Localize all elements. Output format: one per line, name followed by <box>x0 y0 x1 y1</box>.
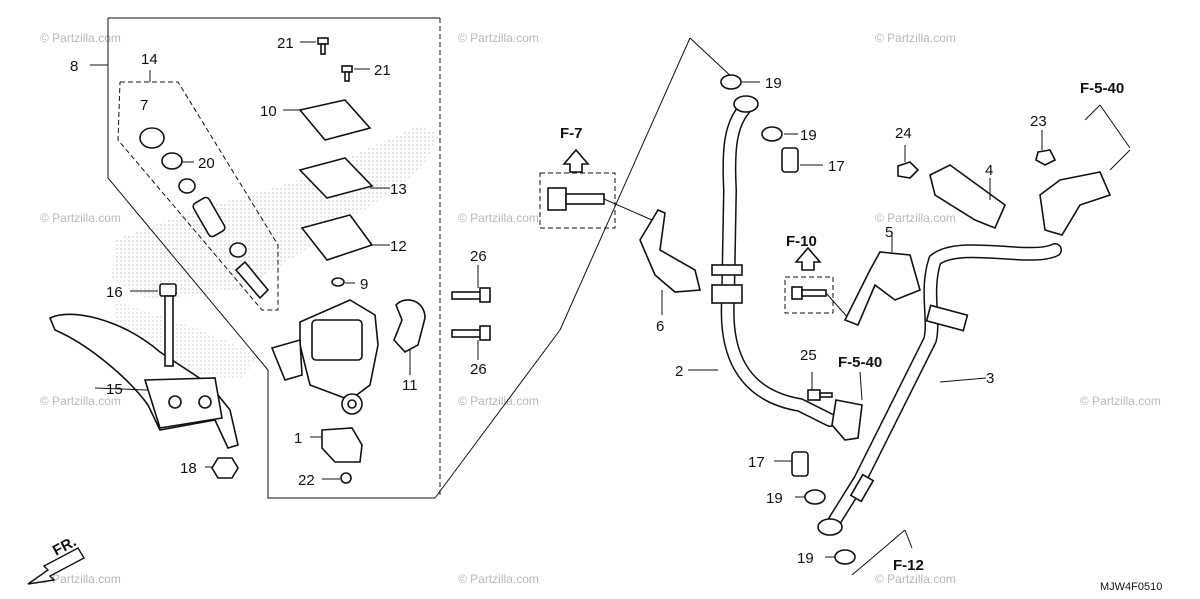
watermark: © Partzilla.com <box>458 211 539 225</box>
bracket-4 <box>897 145 1006 230</box>
callout-19: 19 <box>766 490 783 507</box>
callout-13: 13 <box>390 181 407 198</box>
callouts: 8 14 7 20 16 15 18 21 21 10 13 12 9 11 1… <box>70 35 1047 567</box>
callout-19: 19 <box>800 127 817 144</box>
watermark: © Partzilla.com <box>458 572 539 586</box>
callout-26: 26 <box>470 361 487 378</box>
callout-25: 25 <box>800 347 817 364</box>
callout-21: 21 <box>277 35 294 52</box>
callout-21: 21 <box>374 62 391 79</box>
callout-15: 15 <box>106 381 123 398</box>
watermark: © Partzilla.com <box>40 572 121 586</box>
bolts-26 <box>451 265 491 360</box>
shading <box>112 125 440 380</box>
callout-17: 17 <box>748 454 765 471</box>
callout-11: 11 <box>402 377 418 394</box>
watermark: © Partzilla.com <box>875 211 956 225</box>
callout-6: 6 <box>656 318 664 335</box>
bolt-23 <box>1035 130 1057 166</box>
callout-8: 8 <box>70 58 78 75</box>
ref-f540-lower: F-5-40 <box>838 354 882 371</box>
callout-10: 10 <box>260 103 277 120</box>
screws-21 <box>300 37 370 82</box>
callout-23: 23 <box>1030 113 1047 130</box>
callout-17: 17 <box>828 158 845 175</box>
bolt-16 <box>130 283 177 367</box>
watermark: © Partzilla.com <box>1080 394 1161 408</box>
callout-12: 12 <box>390 238 407 255</box>
assembly-frame <box>90 17 736 499</box>
ref-f540-upper: F-5-40 <box>1080 80 1124 97</box>
callout-20: 20 <box>198 155 215 172</box>
callout-18: 18 <box>180 460 197 477</box>
ref-f10: F-10 <box>786 233 817 250</box>
bracket-5 <box>843 232 921 327</box>
f10-bolt-box <box>784 246 851 321</box>
f540-upper-arrow <box>1084 104 1131 149</box>
diagram-code: MJW4F0510 <box>1100 581 1162 593</box>
callout-19: 19 <box>797 550 814 567</box>
hose-3 <box>817 149 1131 536</box>
callout-14: 14 <box>141 51 158 68</box>
ref-f12: F-12 <box>893 557 924 574</box>
callout-19: 19 <box>765 75 782 92</box>
watermark: © Partzilla.com <box>875 572 956 586</box>
f7-bolt-box <box>539 148 653 229</box>
callout-16: 16 <box>106 284 123 301</box>
washers-19 <box>720 74 856 565</box>
watermark: © Partzilla.com <box>458 394 539 408</box>
callout-9: 9 <box>360 276 368 293</box>
callout-22: 22 <box>298 472 315 489</box>
piston-set <box>139 127 270 300</box>
watermark: © Partzilla.com <box>458 31 539 45</box>
switch-1 <box>310 427 363 484</box>
bolt-25 <box>807 372 833 401</box>
brake-lever <box>48 313 239 449</box>
callout-1: 1 <box>294 430 302 447</box>
nut-18 <box>205 457 239 479</box>
bolts-17 <box>774 147 823 477</box>
callout-3: 3 <box>986 370 994 387</box>
callout-7: 7 <box>140 97 148 114</box>
reservoir-parts <box>283 99 390 287</box>
watermark-layer: © Partzilla.com © Partzilla.com © Partzi… <box>40 31 1161 586</box>
watermark: © Partzilla.com <box>40 31 121 45</box>
watermark: © Partzilla.com <box>40 394 121 408</box>
f12-line <box>851 529 913 576</box>
callout-2: 2 <box>675 363 683 380</box>
callout-26: 26 <box>470 248 487 265</box>
holder-11 <box>393 299 426 375</box>
callout-5: 5 <box>885 224 893 241</box>
callout-24: 24 <box>895 125 912 142</box>
master-cylinder-body <box>270 299 379 415</box>
hose-2 <box>688 95 863 441</box>
ref-f7: F-7 <box>560 125 583 142</box>
watermark: © Partzilla.com <box>875 31 956 45</box>
callout-4: 4 <box>985 162 993 179</box>
clamp-6 <box>639 208 702 315</box>
f540-lower-line <box>859 371 863 401</box>
watermark: © Partzilla.com <box>40 211 121 225</box>
